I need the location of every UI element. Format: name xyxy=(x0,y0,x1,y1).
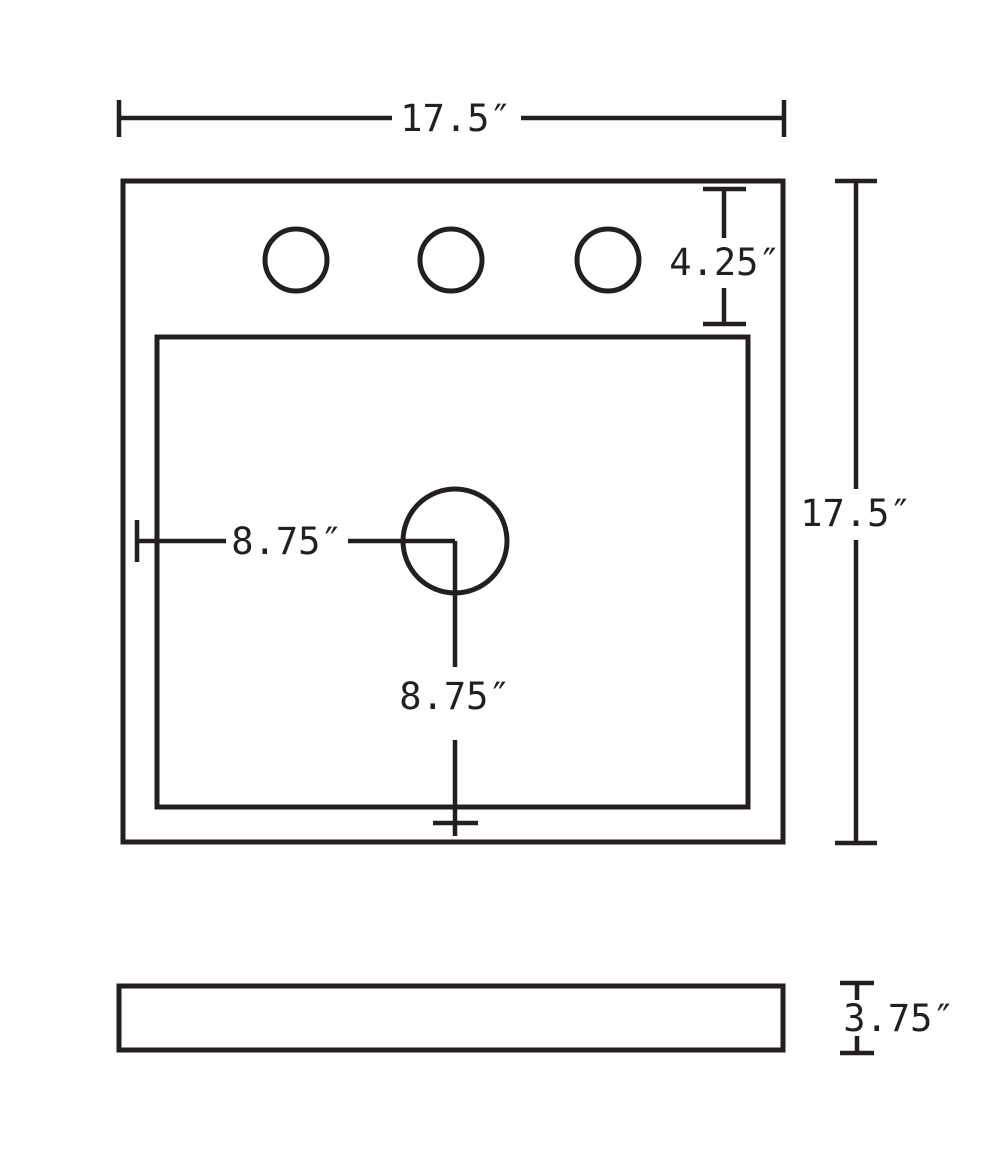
faucet-hole-2 xyxy=(417,226,485,294)
basin-edge xyxy=(154,334,751,810)
faucet-hole-3 xyxy=(574,226,642,294)
label-drain-horizontal: 8.75″ xyxy=(231,520,342,563)
drain-horizontal-dimension: 8.75″ xyxy=(134,520,455,563)
overall-height-dimension: 17.5″ xyxy=(800,178,912,846)
label-faucet-offset: 4.25″ xyxy=(669,241,780,284)
label-overall-width: 17.5″ xyxy=(400,97,511,140)
side-profile-edge xyxy=(116,983,786,1053)
sink-outer-edge xyxy=(120,178,786,845)
side-height-dimension: 3.75″ xyxy=(840,980,955,1056)
faucet-hole-1 xyxy=(262,226,330,294)
drain-vertical-dimension: 8.75″ xyxy=(399,541,511,836)
sink-side-view xyxy=(116,983,786,1053)
faucet-offset-dimension: 4.25″ xyxy=(669,186,781,327)
label-overall-height: 17.5″ xyxy=(800,492,911,535)
sink-top-view xyxy=(120,178,786,845)
label-side-height: 3.75″ xyxy=(843,997,954,1040)
label-drain-vertical: 8.75″ xyxy=(399,675,510,718)
overall-width-dimension: 17.5″ xyxy=(116,97,787,140)
